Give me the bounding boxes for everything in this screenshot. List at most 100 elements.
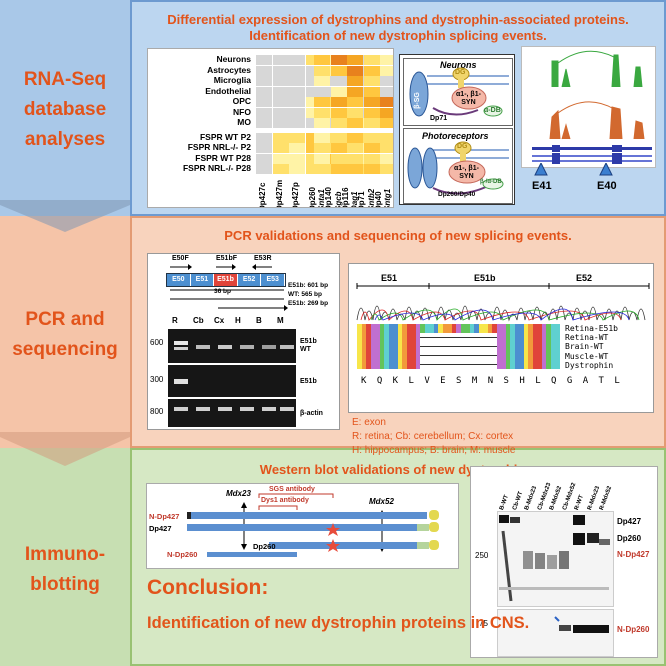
blot-bands <box>499 515 610 633</box>
heatmap-cell <box>355 55 371 65</box>
alignment-cell <box>465 337 470 338</box>
alignment-cell <box>424 355 429 356</box>
alignment-cell <box>523 351 528 360</box>
panel-title-rnaseq: Differential expression of dystrophins a… <box>167 12 629 43</box>
alignment-cell <box>384 360 389 369</box>
alignment-cell <box>528 342 533 351</box>
marker-300: 300 <box>150 375 164 384</box>
heatmap-cell <box>363 65 380 76</box>
sgs-antibody: SGS antibody <box>269 486 315 493</box>
heatmap-cell <box>289 86 305 97</box>
heatmap-cell <box>305 118 322 128</box>
heatmap-cell <box>380 97 393 107</box>
seq-name-retina-e51b: Retina-E51b <box>565 324 618 333</box>
heatmap-cell <box>272 76 289 86</box>
seq-name-dystrophin: Dystrophin <box>565 360 614 370</box>
heatmap-cell <box>380 118 393 128</box>
heatmap-cell <box>305 76 322 86</box>
heatmap-cell <box>305 107 322 118</box>
alignment-cell <box>397 333 402 342</box>
alignment-cell <box>406 351 411 360</box>
alignment-cell <box>510 333 515 342</box>
heatmap-cell <box>322 164 338 174</box>
heatmap-cell <box>380 132 393 143</box>
alignment-cell <box>442 364 447 365</box>
heatmap-cell <box>330 86 347 97</box>
heatmap-cell <box>380 153 393 164</box>
heatmap-cell <box>322 76 338 86</box>
heatmap-row-label: MO <box>237 117 251 127</box>
heatmap-cell <box>371 55 388 65</box>
blot-lane-label: Cb-WT <box>511 490 524 512</box>
heatmap-cell <box>305 65 322 76</box>
alignment-cell <box>357 351 362 360</box>
insert-size: 36 bp <box>214 288 231 295</box>
sequencing-figure: E51 E51b E52 Retina-E51b Retina-WT Brain… <box>348 263 654 413</box>
heatmap-cell <box>330 97 347 107</box>
heatmap-cell <box>314 153 330 164</box>
heatmap-cell <box>330 55 347 65</box>
alignment-cell <box>487 364 492 365</box>
alignment-cell <box>366 333 371 342</box>
alignment-cell <box>424 337 429 338</box>
heatmap-cell <box>371 118 388 128</box>
heatmap-cell <box>256 153 272 164</box>
heatmap-row-label: Microglia <box>213 75 251 85</box>
alignment-cell <box>546 342 551 351</box>
alignment-cell <box>397 351 402 360</box>
heatmap-cell <box>363 76 380 86</box>
alignment-cell <box>361 342 366 351</box>
alignment-cell <box>478 346 483 347</box>
alignment-names: Retina-E51b Retina-WT Brain-WT Muscle-WT… <box>565 324 618 370</box>
heatmap-cell <box>289 164 305 174</box>
alignment-cell <box>523 342 528 351</box>
alignment-cell <box>496 333 501 342</box>
heatmap-cell <box>314 86 330 97</box>
alignment-cell <box>483 324 488 333</box>
seq-exon-e52: E52 <box>576 273 593 283</box>
alignment-cell <box>420 355 425 356</box>
alignment-cell <box>501 342 506 351</box>
rna-seq-coverage-plot <box>532 50 652 164</box>
syn-label-photo: α1-, β1- SYN <box>454 165 479 180</box>
alignment-cell <box>514 351 519 360</box>
sidebar-label-pcr: PCR and sequencing <box>12 309 118 360</box>
alignment-cell <box>541 342 546 351</box>
alignment-cell <box>375 342 380 351</box>
alignment-cell <box>546 351 551 360</box>
heatmap-cell <box>272 107 289 118</box>
heatmap-cell <box>314 55 330 65</box>
alignment-cell <box>550 351 555 360</box>
alignment-cell <box>411 324 416 333</box>
heatmap-cell <box>289 153 305 164</box>
heatmap-cell <box>338 118 355 128</box>
alignment-cell <box>393 324 398 333</box>
ndp427-label: N-Dp427 <box>149 512 180 521</box>
heatmap-cell <box>272 97 289 107</box>
legend-tissues-1: R: retina; Cb: cerebellum; Cx: cortex <box>352 431 514 442</box>
heatmap-col-label: Sgcb <box>333 191 343 208</box>
alignment-cell <box>478 364 483 365</box>
heatmap-cell <box>355 107 371 118</box>
heatmap-cell <box>256 164 272 174</box>
heatmap-cell <box>256 55 272 65</box>
alignment-cell <box>447 364 452 365</box>
ndp260-label-w: N-Dp260 <box>167 550 198 559</box>
heatmap-cell <box>380 164 393 174</box>
heatmap-cell <box>256 132 272 143</box>
heatmap-cell <box>355 65 371 76</box>
alignment-cell <box>361 360 366 369</box>
alignment-cell <box>406 333 411 342</box>
alignment-cell <box>519 351 524 360</box>
alignment-cell <box>361 324 366 333</box>
alignment-cell <box>496 351 501 360</box>
heatmap-cell <box>305 153 322 164</box>
alignment-cell <box>483 355 488 356</box>
alignment-cell <box>456 346 461 347</box>
heatmap-cell <box>289 143 305 153</box>
heatmap-cell <box>272 65 289 76</box>
heatmap-row-label: FSPR NRL-/- P28 <box>182 163 251 173</box>
alignment-cell <box>411 360 416 369</box>
heatmap-col-label: Dp427p <box>291 182 300 208</box>
alignment-cell <box>402 351 407 360</box>
